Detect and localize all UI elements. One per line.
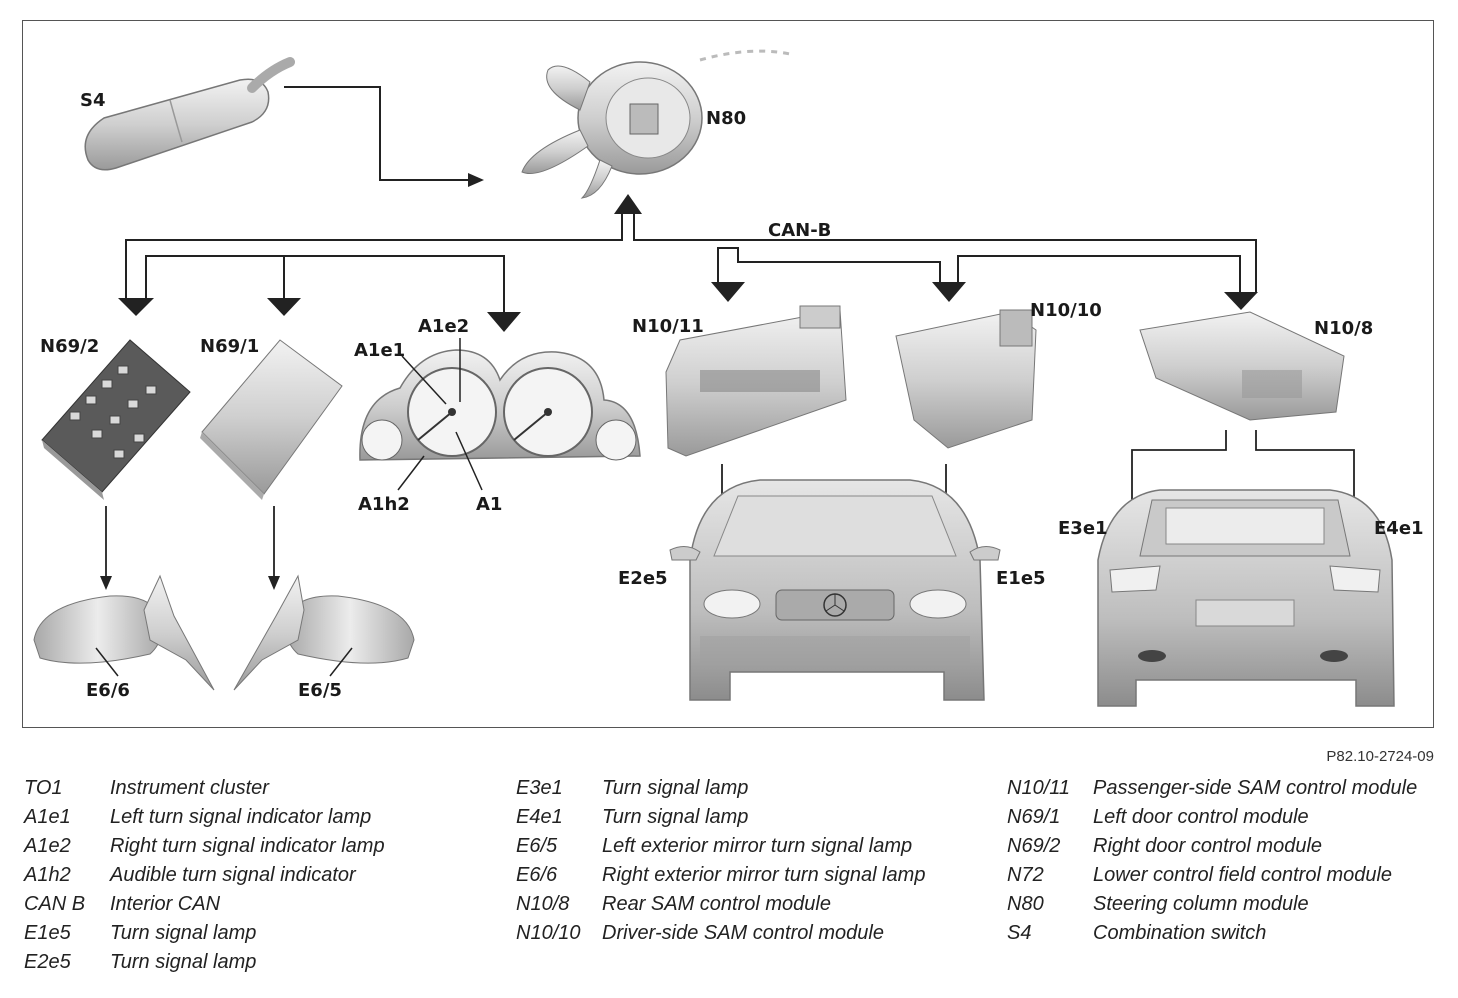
label-n10-8: N10/8 xyxy=(1314,318,1373,339)
legend-desc: Interior CAN xyxy=(110,893,221,915)
label-e6-6: E6/6 xyxy=(86,680,130,701)
legend-desc: Instrument cluster xyxy=(110,777,269,799)
label-s4: S4 xyxy=(80,90,106,111)
exterior-mirror-e6-5 xyxy=(233,574,415,691)
legend-desc: Driver-side SAM control module xyxy=(602,922,884,944)
legend-row: E6/5 Left exterior mirror turn signal lam… xyxy=(516,832,986,861)
legend-code: CAN B xyxy=(24,893,86,915)
legend-desc: Lower control field control module xyxy=(1093,864,1393,886)
can-b-bus xyxy=(125,194,1257,312)
legend-row: S4 Combination switch xyxy=(1007,919,1447,948)
legend-code: A1h2 xyxy=(24,864,71,886)
label-e6-5: E6/5 xyxy=(298,680,342,701)
driver-side-sam-module-n10-10 xyxy=(895,309,1037,449)
label-can-b: CAN-B xyxy=(768,220,831,241)
arrow-s4-to-n80 xyxy=(284,86,470,181)
legend-row: A1e2 Right turn signal indicator lamp xyxy=(24,832,494,861)
label-n69-2: N69/2 xyxy=(40,336,99,357)
label-n10-10: N10/10 xyxy=(1030,300,1102,321)
legend-code: N80 xyxy=(1007,893,1044,915)
legend-code: TO1 xyxy=(24,777,63,799)
diagram-frame xyxy=(22,20,1434,728)
label-n69-1: N69/1 xyxy=(200,336,259,357)
legend-desc: Turn signal lamp xyxy=(110,922,257,944)
passenger-side-sam-module-n10-11 xyxy=(665,305,847,457)
legend-row: N80 Steering column module xyxy=(1007,890,1447,919)
legend-code: N69/2 xyxy=(1007,835,1061,857)
label-a1e1: A1e1 xyxy=(354,340,405,361)
legend-row: E6/6 Right exterior mirror turn signal la… xyxy=(516,861,986,890)
legend-code: E6/6 xyxy=(516,864,558,886)
arrowhead-s4-n80 xyxy=(468,173,484,187)
label-a1h2: A1h2 xyxy=(358,494,410,515)
legend-code: E3e1 xyxy=(516,777,563,799)
legend-desc: Turn signal lamp xyxy=(602,806,749,828)
legend-row: N69/2 Right door control module xyxy=(1007,832,1447,861)
legend-desc: Left exterior mirror turn signal lamp xyxy=(602,835,913,857)
combination-switch-s4 xyxy=(84,57,295,171)
legend-row: E3e1 Turn signal lamp xyxy=(516,774,986,803)
label-a1e2: A1e2 xyxy=(418,316,469,337)
label-n10-11: N10/11 xyxy=(632,316,704,337)
legend-row: N10/8 Rear SAM control module xyxy=(516,890,986,919)
label-n80: N80 xyxy=(706,108,746,129)
legend-row: N10/10 Driver-side SAM control module xyxy=(516,919,986,948)
label-a1: A1 xyxy=(476,494,502,515)
legend-row: N72 Lower control field control module xyxy=(1007,861,1447,890)
exterior-mirror-e6-6 xyxy=(33,574,215,691)
legend-code: A1e1 xyxy=(24,806,71,828)
cluster-leader-lines xyxy=(397,338,483,491)
figure-reference: P82.10-2724-09 xyxy=(1326,748,1434,765)
can-b-arrowheads xyxy=(118,282,1258,332)
instrument-cluster-a1 xyxy=(359,349,641,461)
legend-desc: Turn signal lamp xyxy=(602,777,749,799)
legend-code: E2e5 xyxy=(24,951,71,973)
legend-row: CAN B Interior CAN xyxy=(24,890,494,919)
legend-desc: Left turn signal indicator lamp xyxy=(110,806,372,828)
car-rear-view xyxy=(1097,489,1395,707)
door-control-module-n69-1 xyxy=(200,339,343,500)
legend-row: A1e1 Left turn signal indicator lamp xyxy=(24,803,494,832)
legend-code: S4 xyxy=(1007,922,1032,944)
legend-desc: Rear SAM control module xyxy=(602,893,831,915)
legend-code: A1e2 xyxy=(24,835,71,857)
legend-desc: Passenger-side SAM control module xyxy=(1093,777,1418,799)
label-e1e5: E1e5 xyxy=(996,568,1046,589)
legend-code: E6/5 xyxy=(516,835,558,857)
label-e4e1: E4e1 xyxy=(1374,518,1424,539)
legend-row: TO1 Instrument cluster xyxy=(24,774,494,803)
legend-code: N10/8 xyxy=(516,893,570,915)
legend-row: N10/11 Passenger-side SAM control module xyxy=(1007,774,1447,803)
legend-desc: Right door control module xyxy=(1093,835,1323,857)
legend-row: N69/1 Left door control module xyxy=(1007,803,1447,832)
car-front-view xyxy=(669,479,1001,701)
legend-row: E2e5 Turn signal lamp xyxy=(24,948,494,977)
legend-row: A1h2 Audible turn signal indicator xyxy=(24,861,494,890)
legend-desc: Combination switch xyxy=(1093,922,1267,944)
steering-column-module-n80 xyxy=(521,49,791,199)
legend-desc: Steering column module xyxy=(1093,893,1309,915)
legend-code: E4e1 xyxy=(516,806,563,828)
legend-desc: Right turn signal indicator lamp xyxy=(110,835,385,857)
legend-desc: Turn signal lamp xyxy=(110,951,257,973)
legend-desc: Right exterior mirror turn signal lamp xyxy=(602,864,926,886)
legend-code: N72 xyxy=(1007,864,1044,886)
label-e2e5: E2e5 xyxy=(618,568,668,589)
rear-sam-module-n10-8 xyxy=(1139,311,1345,421)
legend-desc: Audible turn signal indicator xyxy=(110,864,356,886)
door-control-module-n69-2 xyxy=(41,339,191,500)
legend-column-1: TO1 Instrument cluster A1e1 Left turn sign… xyxy=(24,774,494,977)
legend-code: E1e5 xyxy=(24,922,71,944)
legend-row: E4e1 Turn signal lamp xyxy=(516,803,986,832)
legend-code: N69/1 xyxy=(1007,806,1061,828)
legend-desc: Left door control module xyxy=(1093,806,1309,828)
legend-row: E1e5 Turn signal lamp xyxy=(24,919,494,948)
legend-code: N10/10 xyxy=(516,922,581,944)
legend-code: N10/11 xyxy=(1007,777,1071,799)
label-e3e1: E3e1 xyxy=(1058,518,1108,539)
